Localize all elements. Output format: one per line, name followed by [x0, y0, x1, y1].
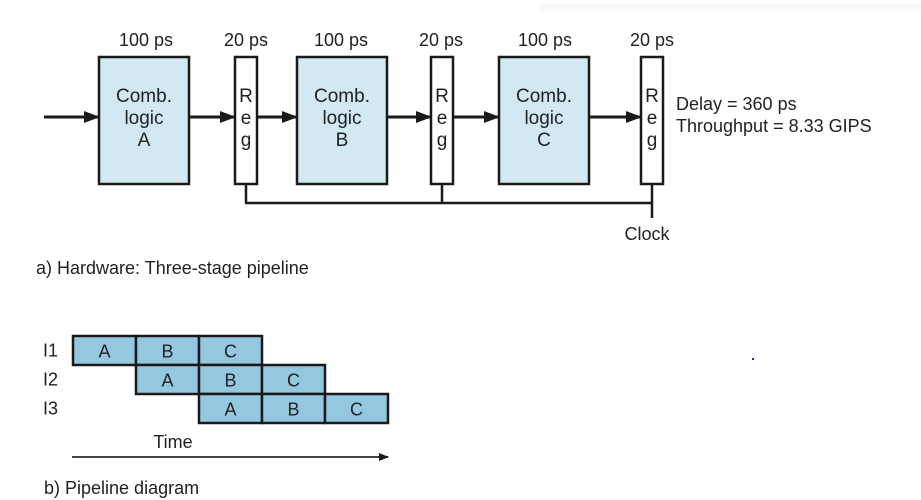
pipeline-cell-label: A: [224, 400, 236, 420]
time-label: Time: [153, 432, 192, 452]
comb-logic-a-box: [97, 55, 191, 186]
instruction-label: I3: [43, 399, 58, 419]
comb-logic-b-line1: Comb.: [314, 86, 370, 107]
reg-3-delay: 20 ps: [630, 30, 674, 50]
clock-wire: [244, 184, 654, 218]
pipeline-cell-label: A: [98, 342, 110, 362]
pipeline-cell-label: C: [224, 342, 237, 362]
hardware-caption: a) Hardware: Three-stage pipeline: [36, 258, 309, 278]
comb-logic-c-line1: Comb.: [516, 86, 572, 107]
register-3-letter-e: e: [647, 108, 658, 129]
pipeline-cell-label: B: [287, 400, 299, 420]
pipeline-cell: [260, 392, 327, 425]
register-2-letter-g: g: [437, 130, 448, 151]
delay-metric: Delay = 360 ps: [676, 94, 797, 114]
comb-logic-b-line2: logic: [322, 108, 361, 129]
pipeline-cell: [71, 334, 138, 367]
register-1-letter-e: e: [241, 108, 252, 129]
pipeline-caption: b) Pipeline diagram: [44, 478, 199, 498]
throughput-metric: Throughput = 8.33 GIPS: [676, 116, 872, 136]
stray-dot: [752, 358, 754, 360]
register-2-letter-r: R: [435, 86, 449, 107]
pipeline-cell-label: A: [161, 371, 173, 391]
pipeline-cell: [134, 363, 201, 396]
register-3-letter-g: g: [647, 130, 658, 151]
register-3-letter-r: R: [645, 86, 659, 107]
register-2-letter-e: e: [437, 108, 448, 129]
comb-b-delay: 100 ps: [314, 30, 368, 50]
comb-logic-b-box: [295, 55, 389, 186]
comb-logic-b-line3: B: [336, 130, 349, 151]
comb-logic-a-line3: A: [138, 130, 151, 151]
comb-logic-c-line3: C: [537, 130, 551, 151]
comb-logic-a-line2: logic: [124, 108, 163, 129]
instruction-label: I2: [43, 370, 58, 390]
pipeline-cell-label: C: [287, 371, 300, 391]
pipeline-cell: [197, 392, 264, 425]
comb-c-delay: 100 ps: [518, 30, 572, 50]
comb-logic-c-line2: logic: [524, 108, 563, 129]
pipeline-cell-label: B: [161, 342, 173, 362]
comb-a-delay: 100 ps: [119, 30, 173, 50]
register-1-letter-g: g: [241, 130, 252, 151]
instruction-label: I1: [43, 341, 58, 361]
reg-2-delay: 20 ps: [419, 30, 463, 50]
comb-logic-a-line1: Comb.: [116, 86, 172, 107]
pipeline-cell: [323, 392, 390, 425]
clock-label: Clock: [624, 224, 670, 244]
pipeline-cell-label: C: [350, 400, 363, 420]
hardware-section: 100 ps 20 ps 100 ps 20 ps 100 ps 20 ps C…: [36, 30, 872, 278]
pipeline-cell-label: B: [224, 371, 236, 391]
comb-logic-c-box: [497, 55, 591, 186]
reg-1-delay: 20 ps: [224, 30, 268, 50]
top-edge-shadow: [540, 4, 921, 14]
register-1-letter-r: R: [239, 86, 253, 107]
